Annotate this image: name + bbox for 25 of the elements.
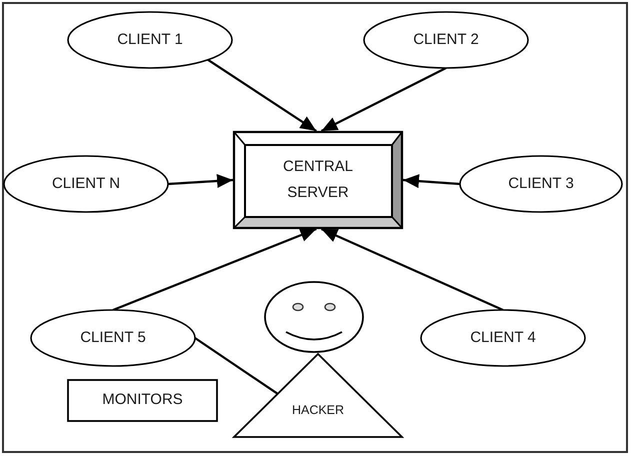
arrow [320, 228, 504, 311]
client-ellipse [30, 309, 196, 367]
client-ellipse [67, 11, 233, 69]
node-label: MONITORS [102, 391, 183, 410]
node-label: CLIENT 3 [508, 174, 574, 194]
arrow [168, 174, 234, 188]
node-label: CENTRAL SERVER [282, 157, 354, 203]
node-label: CLIENT N [52, 174, 120, 194]
arrow [402, 174, 460, 188]
server-box [233, 131, 403, 229]
connector-line [194, 337, 278, 395]
arrow [207, 58, 317, 132]
note-box [67, 379, 218, 422]
client-ellipse [420, 309, 586, 367]
node-label: CLIENT 1 [117, 30, 183, 50]
node-label: HACKER [292, 403, 344, 419]
arrow [320, 67, 446, 132]
person-figure [233, 281, 403, 438]
client-ellipse [459, 155, 623, 213]
client-ellipse [363, 11, 529, 69]
arrow [112, 228, 317, 312]
node-label: CLIENT 4 [470, 328, 536, 348]
client-ellipse [3, 155, 169, 213]
node-label: CLIENT 5 [80, 328, 146, 348]
node-label: CLIENT 2 [413, 30, 479, 50]
